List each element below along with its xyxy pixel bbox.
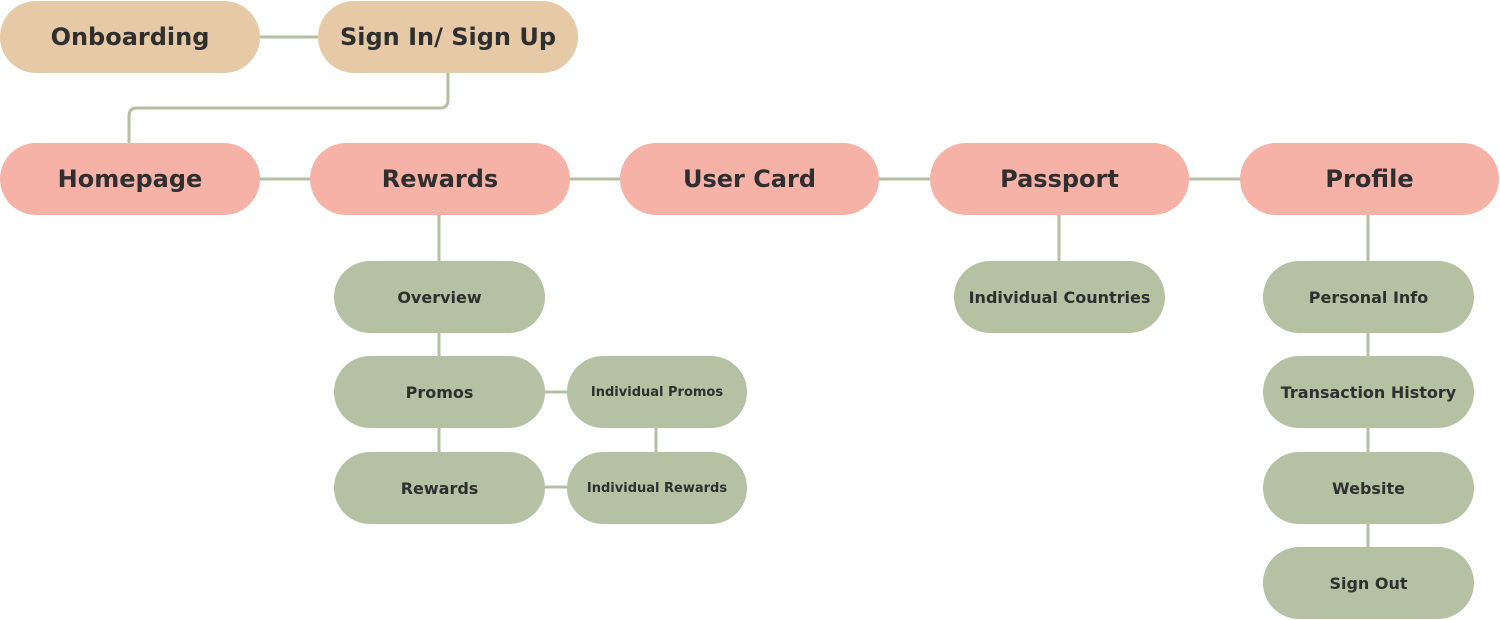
individual-promos-node[interactable]: Individual Promos [567,356,747,428]
transaction-history-node[interactable]: Transaction History [1263,356,1474,428]
connector-signin-homepage [127,73,450,143]
homepage-node[interactable]: Homepage [0,143,260,215]
sign-out-node[interactable]: Sign Out [1263,547,1474,619]
website-node[interactable]: Website [1263,452,1474,524]
personal-info-node[interactable]: Personal Info [1263,261,1474,333]
promos-node[interactable]: Promos [334,356,545,428]
individual-rewards-node[interactable]: Individual Rewards [567,452,747,524]
rewards-list-node[interactable]: Rewards [334,452,545,524]
onboarding-node[interactable]: Onboarding [0,1,260,73]
profile-node[interactable]: Profile [1240,143,1499,215]
individual-countries-node[interactable]: Individual Countries [954,261,1165,333]
rewards-node[interactable]: Rewards [310,143,570,215]
sign-in-sign-up-node[interactable]: Sign In/ Sign Up [318,1,578,73]
user-card-node[interactable]: User Card [620,143,879,215]
passport-node[interactable]: Passport [930,143,1189,215]
overview-node[interactable]: Overview [334,261,545,333]
